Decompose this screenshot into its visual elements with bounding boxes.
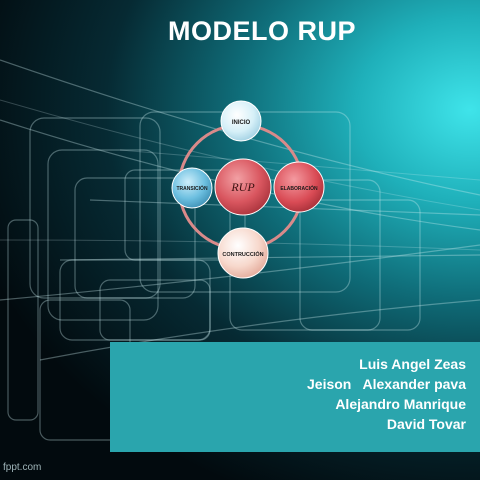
phase-node-elaboracion: ELABORACIÓN xyxy=(273,161,325,213)
author-name: Alejandro Manrique xyxy=(335,396,466,412)
author-name: David Tovar xyxy=(386,416,466,432)
phase-label-inicio: INICIO xyxy=(232,120,251,126)
center-label-rup: RUP xyxy=(230,180,255,194)
slide-title: MODELO RUP xyxy=(167,16,356,46)
phase-label-construccion: CONTRUCCIÓN xyxy=(222,250,263,258)
phase-node-construccion: CONTRUCCIÓN xyxy=(217,227,269,279)
author-name: Luis Angel Zeas xyxy=(359,356,466,372)
authors-list: Luis Angel Zeas Jeison Alexander pava Al… xyxy=(307,354,466,434)
watermark: fppt.com xyxy=(3,462,42,473)
center-node-rup: RUP xyxy=(214,158,272,216)
phase-label-transicion: TRANSICIÓN xyxy=(176,184,208,192)
phase-node-transicion: TRANSICIÓN xyxy=(171,167,213,209)
phase-label-elaboracion: ELABORACIÓN xyxy=(280,184,318,192)
author-name: Jeison Alexander pava xyxy=(307,376,466,392)
phase-node-inicio: INICIO xyxy=(220,100,262,142)
authors-panel: Luis Angel Zeas Jeison Alexander pava Al… xyxy=(110,342,480,452)
